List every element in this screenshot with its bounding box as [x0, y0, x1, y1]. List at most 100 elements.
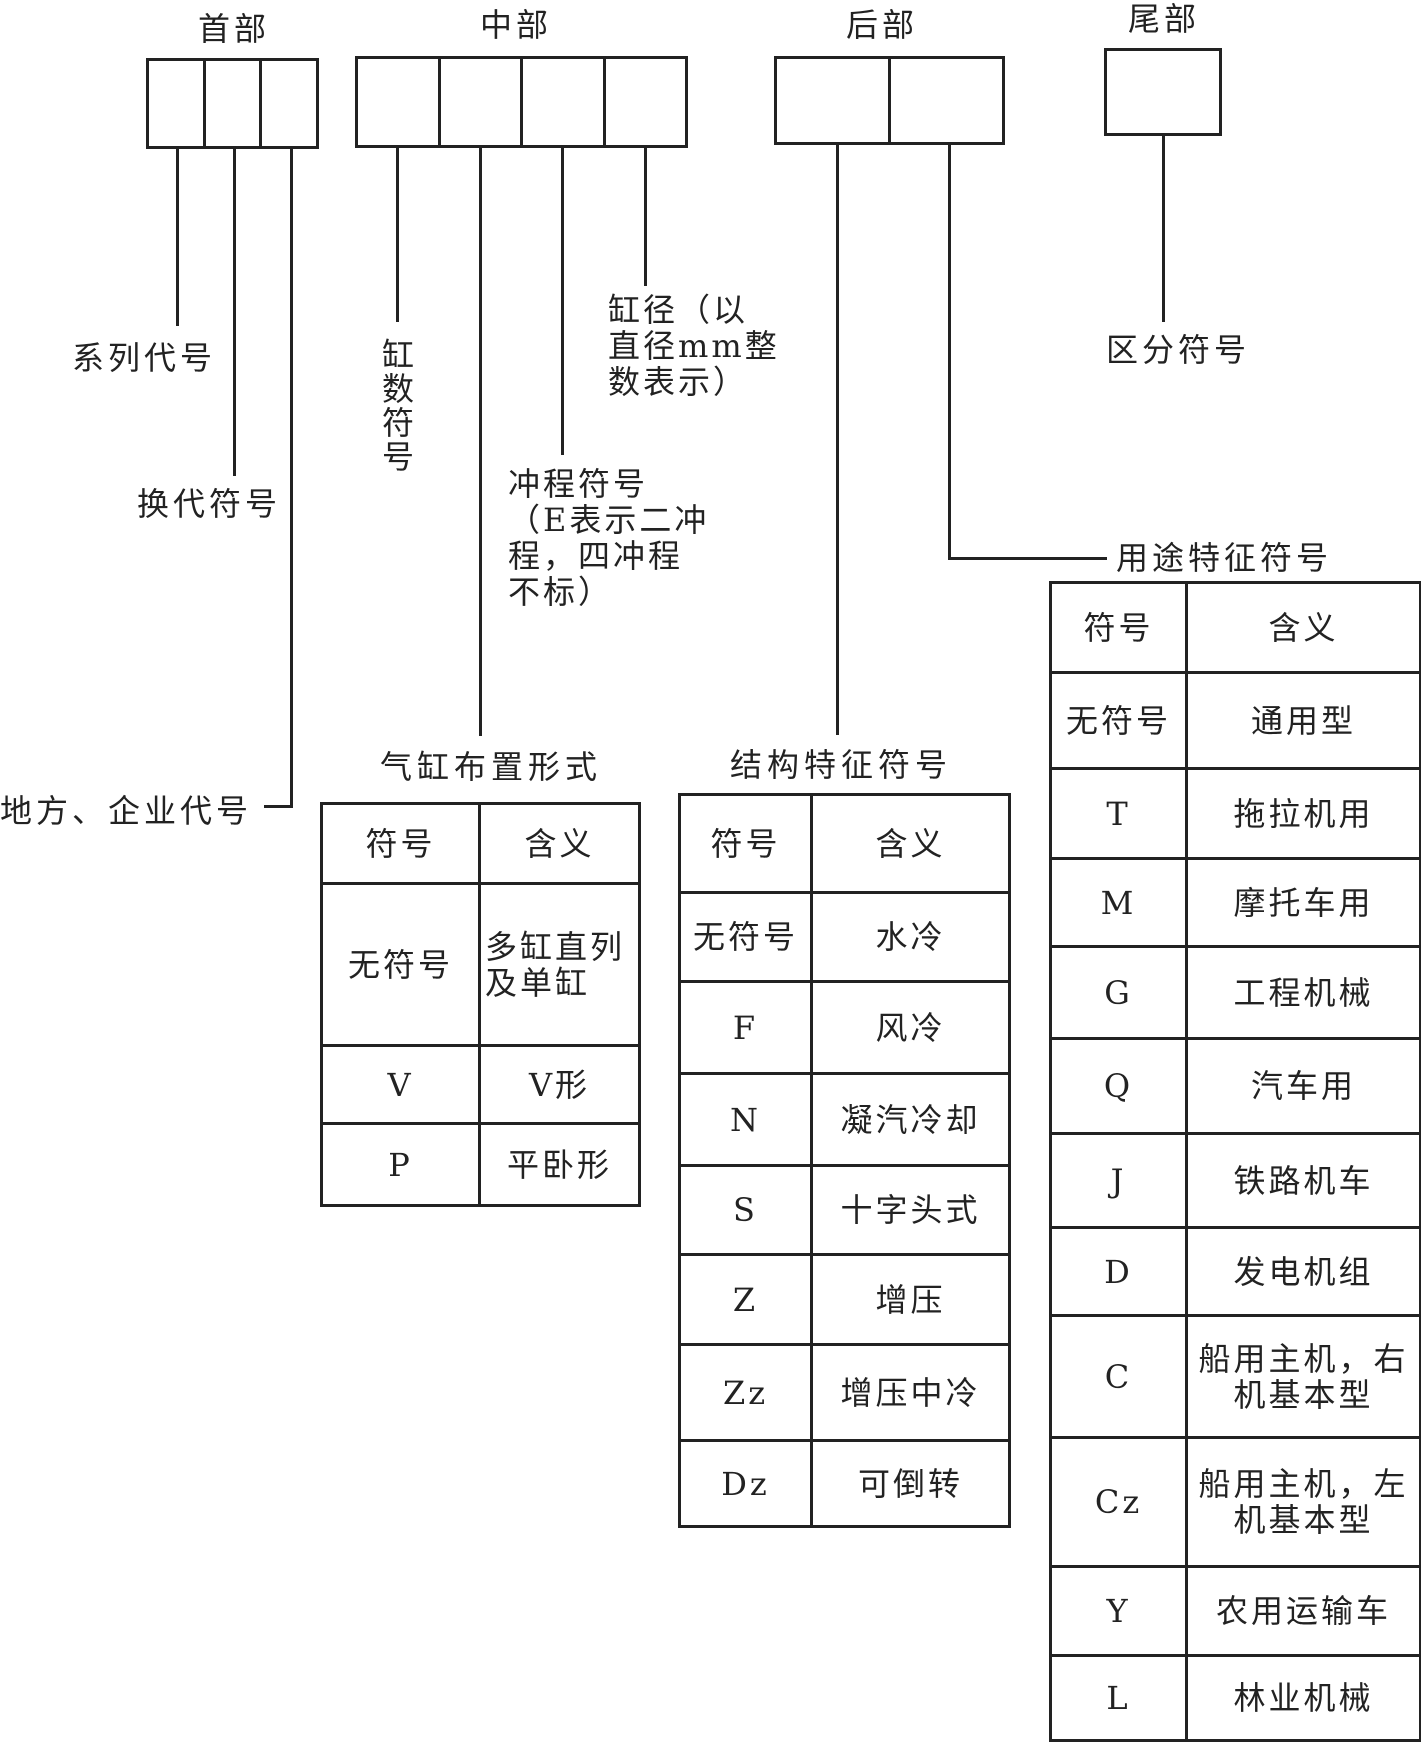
- label-series-code: 系列代号: [72, 339, 217, 377]
- row-symbol: Cz: [1049, 1436, 1188, 1568]
- table-row: Q 汽车用: [1049, 1037, 1421, 1135]
- middle-cell-2: [441, 59, 523, 145]
- table-row: M 摩托车用: [1049, 857, 1421, 948]
- rear-cell-2: [891, 59, 1002, 142]
- table-header-row: 符号 含义: [678, 793, 1011, 894]
- row-symbol: F: [678, 980, 813, 1075]
- row-meaning: 可倒转: [810, 1439, 1011, 1528]
- connector-structure: [836, 145, 839, 735]
- row-meaning: 凝汽冷却: [810, 1072, 1011, 1167]
- layout-table: 符号 含义 无符号 多缸直列及单缸 V V形 P 平卧形: [320, 802, 641, 1207]
- head-cell-2: [206, 61, 263, 146]
- row-symbol: M: [1049, 857, 1188, 948]
- row-symbol: V: [320, 1044, 481, 1125]
- table-row: 无符号 多缸直列及单缸: [320, 882, 641, 1047]
- header-meaning: 含义: [478, 802, 641, 885]
- table-row: Zz 增压中冷: [678, 1343, 1011, 1442]
- row-meaning: 铁路机车: [1185, 1132, 1421, 1229]
- table-row: T 拖拉机用: [1049, 767, 1421, 860]
- connector-usage-tick: [948, 557, 1107, 560]
- table-row: V V形: [320, 1044, 641, 1125]
- row-symbol: 无符号: [678, 891, 813, 983]
- label-cylinder-count: 缸数符号: [381, 336, 414, 476]
- row-meaning: 拖拉机用: [1185, 767, 1421, 860]
- row-meaning: 风冷: [810, 980, 1011, 1075]
- header-middle: 中部: [480, 6, 553, 44]
- row-symbol: G: [1049, 945, 1188, 1040]
- table-row: Cz 船用主机，左机基本型: [1049, 1436, 1421, 1568]
- table-row: S 十字头式: [678, 1164, 1011, 1256]
- table-row: 无符号 水冷: [678, 891, 1011, 983]
- header-symbol: 符号: [1049, 581, 1188, 674]
- row-meaning: 水冷: [810, 891, 1011, 983]
- row-meaning: 船用主机，右机基本型: [1185, 1314, 1421, 1439]
- table-row: N 凝汽冷却: [678, 1072, 1011, 1167]
- row-meaning: V形: [478, 1044, 641, 1125]
- middle-cell-1: [358, 59, 441, 145]
- connector-layout: [479, 148, 482, 736]
- table-header-row: 符号 含义: [320, 802, 641, 885]
- row-meaning: 农用运输车: [1185, 1565, 1421, 1657]
- tail-cell-1: [1107, 51, 1219, 133]
- row-symbol: P: [320, 1122, 481, 1207]
- table-row: Z 增压: [678, 1253, 1011, 1346]
- stroke-code-line-2: （E表示二冲: [508, 501, 710, 539]
- header-meaning: 含义: [1185, 581, 1421, 674]
- connector-stroke: [561, 148, 564, 455]
- connector-usage: [948, 145, 951, 560]
- connector-bore: [644, 148, 647, 286]
- head-cell-1: [149, 61, 206, 146]
- row-symbol: Z: [678, 1253, 813, 1346]
- row-symbol: Dz: [678, 1439, 813, 1528]
- layout-table-title: 气缸布置形式: [380, 748, 603, 786]
- label-bore: 缸径（以 直径mm整 数表示）: [608, 292, 780, 400]
- header-tail: 尾部: [1128, 0, 1201, 38]
- bore-line-1: 缸径（以: [608, 291, 749, 329]
- structure-table: 符号 含义 无符号 水冷 F 风冷 N 凝汽冷却 S 十字头式 Z 增压 Zz …: [678, 793, 1011, 1528]
- row-symbol: Zz: [678, 1343, 813, 1442]
- head-code-box: [146, 58, 319, 149]
- label-distinguish-code: 区分符号: [1106, 331, 1251, 369]
- row-meaning: 汽车用: [1185, 1037, 1421, 1135]
- header-head: 首部: [198, 10, 271, 48]
- label-usage-feature-code: 用途特征符号: [1116, 539, 1333, 577]
- label-region-company-code: 地方、企业代号: [0, 792, 253, 830]
- table-row: P 平卧形: [320, 1122, 641, 1207]
- table-row: F 风冷: [678, 980, 1011, 1075]
- middle-cell-4: [606, 59, 686, 145]
- table-header-row: 符号 含义: [1049, 581, 1421, 674]
- table-row: Y 农用运输车: [1049, 1565, 1421, 1657]
- row-symbol: L: [1049, 1654, 1188, 1742]
- label-stroke-code: 冲程符号 （E表示二冲 程，四冲程 不标）: [508, 466, 709, 610]
- tail-code-box: [1104, 48, 1222, 136]
- row-symbol: N: [678, 1072, 813, 1167]
- table-row: J 铁路机车: [1049, 1132, 1421, 1229]
- header-rear: 后部: [846, 6, 919, 44]
- table-row: Dz 可倒转: [678, 1439, 1011, 1528]
- connector-distinguish: [1162, 136, 1165, 322]
- head-cell-3: [262, 61, 316, 146]
- table-row: G 工程机械: [1049, 945, 1421, 1040]
- row-meaning: 工程机械: [1185, 945, 1421, 1040]
- row-symbol: J: [1049, 1132, 1188, 1229]
- stroke-code-line-3: 程，四冲程: [508, 537, 684, 575]
- stroke-code-line-4: 不标）: [508, 573, 614, 611]
- row-symbol: D: [1049, 1226, 1188, 1317]
- connector-region-tick: [264, 805, 293, 808]
- row-meaning: 通用型: [1185, 671, 1421, 770]
- table-row: L 林业机械: [1049, 1654, 1421, 1742]
- middle-cell-3: [523, 59, 606, 145]
- row-meaning: 发电机组: [1185, 1226, 1421, 1317]
- row-meaning: 摩托车用: [1185, 857, 1421, 948]
- connector-region: [290, 148, 293, 808]
- label-replacement-code: 换代符号: [137, 485, 282, 523]
- row-meaning: 林业机械: [1185, 1654, 1421, 1742]
- rear-cell-1: [777, 59, 891, 142]
- table-row: 无符号 通用型: [1049, 671, 1421, 770]
- row-meaning: 船用主机，左机基本型: [1185, 1436, 1421, 1568]
- row-meaning: 平卧形: [478, 1122, 641, 1207]
- row-meaning: 多缸直列及单缸: [478, 882, 641, 1047]
- structure-table-title: 结构特征符号: [730, 746, 953, 784]
- usage-table: 符号 含义 无符号 通用型 T 拖拉机用 M 摩托车用 G 工程机械 Q 汽车用…: [1049, 581, 1421, 1742]
- row-symbol: S: [678, 1164, 813, 1256]
